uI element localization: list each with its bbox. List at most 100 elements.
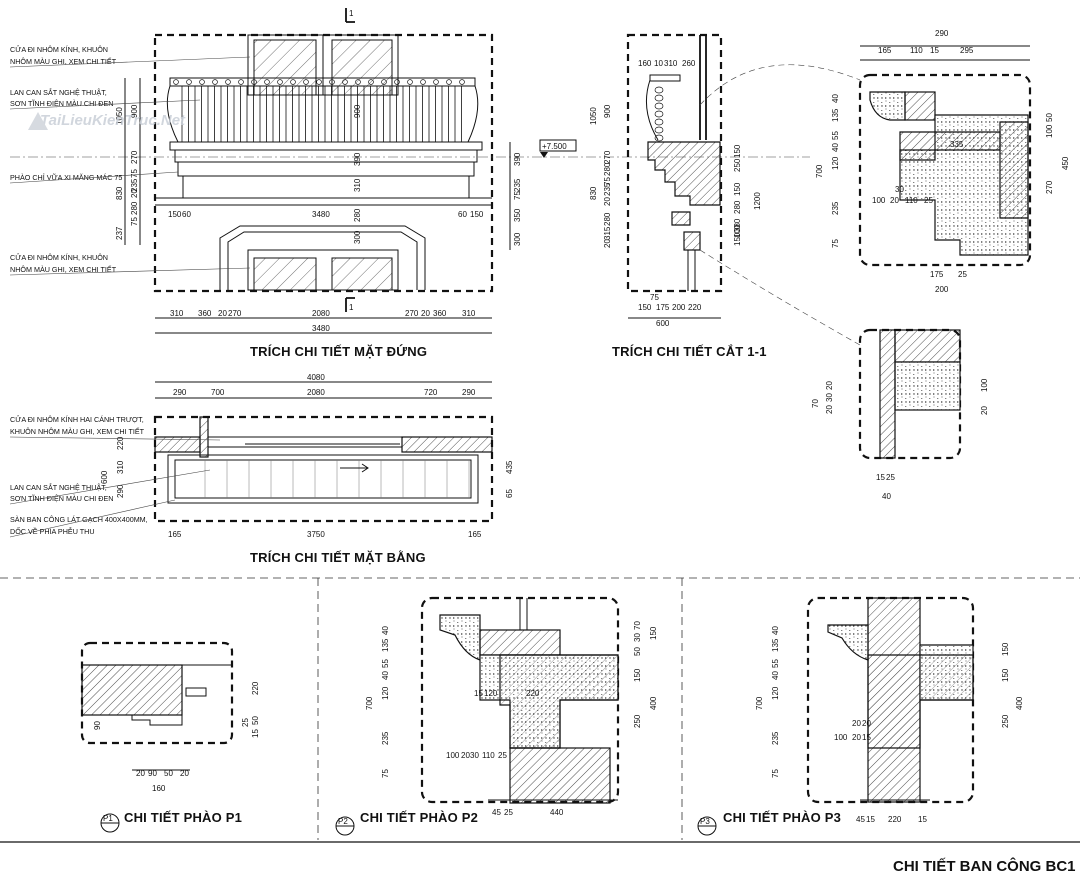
svg-text:380: 380: [733, 218, 742, 232]
svg-text:20: 20: [890, 196, 899, 205]
railing-ornament: [251, 79, 257, 85]
svg-text:235: 235: [381, 731, 390, 745]
svg-text:10: 10: [654, 59, 663, 68]
svg-text:30: 30: [633, 633, 642, 642]
level-marker: +7.500: [542, 142, 567, 151]
svg-text:20: 20: [852, 733, 861, 742]
svg-text:20: 20: [603, 239, 612, 248]
svg-text:40: 40: [771, 671, 780, 680]
elevation-notes: CỬA ĐI NHÔM KÍNH, KHUÔN NHÔM MÀU GHI, XE…: [9, 45, 251, 276]
p1-dims: 220 25 50 15 90 20 90 50 20 160: [93, 681, 260, 793]
p3-marker: P3: [700, 817, 710, 826]
svg-text:200: 200: [935, 285, 949, 294]
svg-text:20: 20: [180, 769, 189, 778]
svg-text:NHÔM MÀU GHI, XEM CHI TIẾT: NHÔM MÀU GHI, XEM CHI TIẾT: [10, 56, 117, 66]
svg-text:SÀN BAN CÔNG LÁT GẠCH 400X400M: SÀN BAN CÔNG LÁT GẠCH 400X400MM,: [10, 515, 148, 524]
svg-text:75: 75: [381, 769, 390, 778]
svg-text:20: 20: [862, 719, 871, 728]
svg-text:40: 40: [381, 671, 390, 680]
svg-text:900: 900: [130, 104, 139, 118]
svg-text:25: 25: [498, 751, 507, 760]
svg-text:40: 40: [882, 492, 891, 501]
svg-text:310: 310: [116, 460, 125, 474]
svg-text:4080: 4080: [307, 373, 325, 382]
svg-text:270: 270: [130, 150, 139, 164]
railing-ornament: [355, 79, 361, 85]
railing-ornament: [316, 79, 322, 85]
svg-text:40: 40: [771, 626, 780, 635]
svg-text:310: 310: [462, 309, 476, 318]
section-dims: 160 10 310 260 1050 900 270 830 280 75 2…: [589, 59, 762, 328]
svg-text:45: 45: [856, 815, 865, 824]
svg-text:LAN CAN SẮT NGHỆ THUẬT,: LAN CAN SẮT NGHỆ THUẬT,: [10, 483, 107, 492]
p2-detail: 40 135 55 40 120 700 235 75 70 30 50 150…: [335, 596, 658, 836]
svg-text:3480: 3480: [312, 210, 330, 219]
svg-text:220: 220: [116, 436, 125, 450]
svg-text:15: 15: [930, 46, 939, 55]
railing-ornament: [407, 79, 413, 85]
svg-text:100: 100: [834, 733, 848, 742]
svg-text:235: 235: [513, 178, 522, 192]
svg-text:15: 15: [866, 815, 875, 824]
svg-text:150: 150: [733, 182, 742, 196]
svg-text:90: 90: [148, 769, 157, 778]
svg-text:150: 150: [168, 210, 182, 219]
svg-text:440: 440: [550, 808, 564, 817]
p1-frame: [80, 641, 234, 745]
svg-text:400: 400: [649, 696, 658, 710]
svg-text:2080: 2080: [312, 309, 330, 318]
cornice-detail-frame: [858, 73, 1032, 267]
svg-text:50: 50: [633, 647, 642, 656]
svg-text:20: 20: [461, 751, 470, 760]
svg-text:DỐC VỀ PHÍA PHỄU THU: DỐC VỀ PHÍA PHỄU THU: [10, 526, 95, 536]
svg-text:75: 75: [130, 217, 139, 226]
svg-text:70: 70: [811, 399, 820, 408]
svg-text:400: 400: [1015, 696, 1024, 710]
svg-text:50: 50: [251, 716, 260, 725]
svg-text:435: 435: [505, 460, 514, 474]
svg-text:150: 150: [649, 626, 658, 640]
svg-text:290: 290: [173, 388, 187, 397]
section-frame: [626, 33, 723, 293]
section-title: TRÍCH CHI TIẾT CẮT 1-1: [612, 344, 767, 359]
p3-dims: 40 135 55 40 120 700 235 75 150 150 400 …: [755, 626, 1024, 824]
railing-ornament: [238, 79, 244, 85]
railing-ornament: [329, 79, 335, 85]
svg-text:150: 150: [638, 303, 652, 312]
svg-text:250: 250: [733, 158, 742, 172]
svg-text:220: 220: [526, 689, 540, 698]
svg-text:175: 175: [930, 270, 944, 279]
svg-text:310: 310: [170, 309, 184, 318]
svg-text:135: 135: [381, 638, 390, 652]
svg-text:75: 75: [130, 169, 139, 178]
svg-text:220: 220: [251, 681, 260, 695]
railing-ornament: [277, 79, 283, 85]
railing-ornament: [433, 79, 439, 85]
svg-text:2080: 2080: [307, 388, 325, 397]
svg-text:235: 235: [771, 731, 780, 745]
svg-text:280: 280: [733, 200, 742, 214]
svg-text:100: 100: [872, 196, 886, 205]
svg-text:600: 600: [656, 319, 670, 328]
svg-text:250: 250: [633, 714, 642, 728]
svg-text:290: 290: [116, 484, 125, 498]
elev-left-dims: 1050 900 270 75 235 20 830 280 75 237: [115, 104, 139, 240]
svg-text:135: 135: [771, 638, 780, 652]
cornice-detail: 290 165 110 15 295 40 135 55 40 120 700 …: [699, 29, 1070, 294]
svg-text:100: 100: [446, 751, 460, 760]
plan-title: TRÍCH CHI TIẾT MẶT BẰNG: [250, 550, 426, 565]
svg-text:SƠN TĨNH ĐIỆN MÀU CHI ĐEN: SƠN TĨNH ĐIỆN MÀU CHI ĐEN: [10, 99, 113, 108]
svg-text:20: 20: [218, 309, 227, 318]
cornice-detail-dims: 290 165 110 15 295 40 135 55 40 120 700 …: [815, 29, 1070, 294]
railing-ornament: [368, 79, 374, 85]
elev-mid-dims: 900 390 310 280 300: [353, 104, 362, 244]
svg-text:110: 110: [910, 46, 923, 55]
svg-text:295: 295: [960, 46, 974, 55]
sill-detail: 70 20 30 20 100 20 15 25 40: [699, 249, 989, 501]
svg-text:390: 390: [513, 152, 522, 166]
svg-text:237: 237: [115, 226, 124, 240]
svg-text:CỬA ĐI NHÔM KÍNH, KHUÔN: CỬA ĐI NHÔM KÍNH, KHUÔN: [10, 253, 108, 262]
railing-ornament: [381, 79, 387, 85]
svg-text:280: 280: [353, 208, 362, 222]
